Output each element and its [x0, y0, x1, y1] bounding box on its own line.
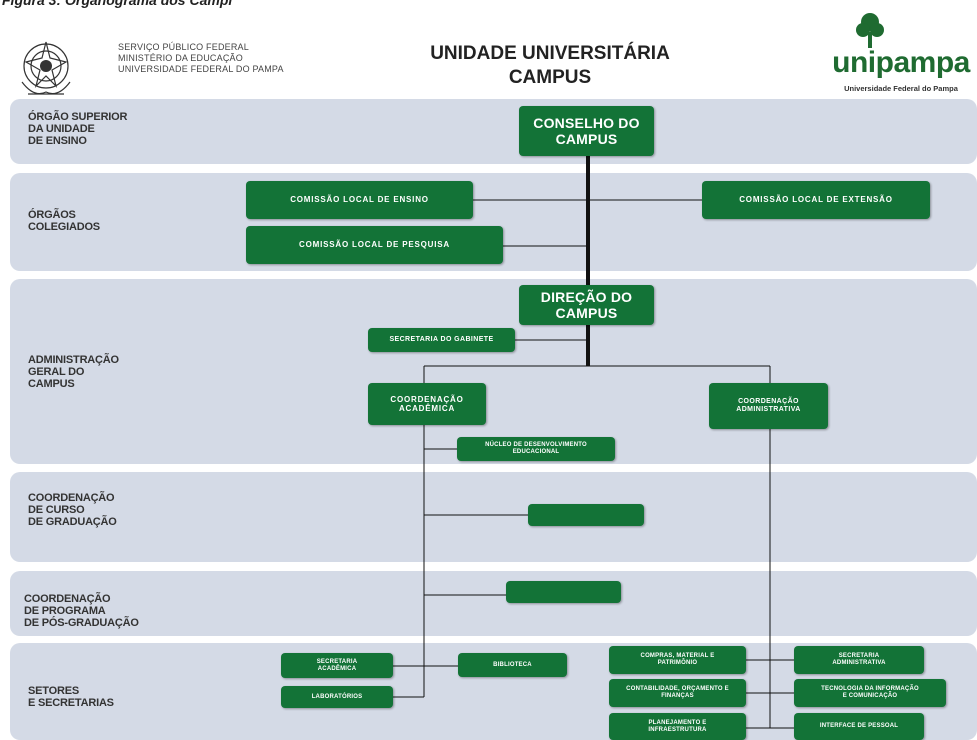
band-label: ADMINISTRAÇÃO GERAL DO CAMPUS: [28, 354, 119, 390]
box-comissao-extensao: COMISSÃO LOCAL DE EXTENSÃO: [702, 181, 930, 219]
brasao-seal-icon: [21, 41, 71, 95]
box-coordenacao-administrativa: COORDENAÇÃO ADMINISTRATIVA: [709, 383, 828, 429]
band-label: SETORES E SECRETARIAS: [28, 685, 114, 709]
box-planejamento: PLANEJAMENTO E INFRAESTRUTURA: [609, 713, 746, 740]
box-coordenacao-academica: COORDENAÇÃO ACADÊMICA: [368, 383, 486, 425]
government-header: SERVIÇO PÚBLICO FEDERAL MINISTÉRIO DA ED…: [118, 42, 284, 75]
tree-icon: [856, 13, 884, 48]
box-laboratorios: LABORATÓRIOS: [281, 686, 393, 708]
box-programa-pos: [506, 581, 621, 603]
logo-subtitle: Universidade Federal do Pampa: [844, 84, 958, 93]
box-interface-pessoal: INTERFACE DE PESSOAL: [794, 713, 924, 740]
band-label: ÓRGÃO SUPERIOR DA UNIDADE DE ENSINO: [28, 111, 128, 147]
band-pos-graduacao: COORDENAÇÃO DE PROGRAMA DE PÓS-GRADUAÇÃO: [10, 571, 977, 636]
unipampa-logo: unipampa Universidade Federal do Pampa: [826, 12, 976, 98]
box-comissao-pesquisa: COMISSÃO LOCAL DE PESQUISA: [246, 226, 503, 264]
band-orgao-superior: ÓRGÃO SUPERIOR DA UNIDADE DE ENSINO: [10, 99, 977, 164]
band-label: COORDENAÇÃO DE PROGRAMA DE PÓS-GRADUAÇÃO: [24, 593, 139, 629]
title-line-2: CAMPUS: [508, 67, 592, 88]
box-comissao-ensino: COMISSÃO LOCAL DE ENSINO: [246, 181, 473, 219]
box-compras-material: COMPRAS, MATERIAL E PATRIMÔNIO: [609, 646, 746, 674]
band-administracao: ADMINISTRAÇÃO GERAL DO CAMPUS: [10, 279, 977, 464]
title-line-1: UNIDADE UNIVERSITÁRIA: [430, 43, 670, 64]
band-curso-graduacao: COORDENAÇÃO DE CURSO DE GRADUAÇÃO: [10, 472, 977, 562]
box-secretaria-gabinete: SECRETARIA DO GABINETE: [368, 328, 515, 352]
band-label: ÓRGÃOS COLEGIADOS: [28, 209, 100, 233]
box-conselho-do-campus: CONSELHO DO CAMPUS: [519, 106, 654, 156]
gov-line-3: UNIVERSIDADE FEDERAL DO PAMPA: [118, 64, 284, 74]
box-secretaria-academica: SECRETARIA ACADÊMICA: [281, 653, 393, 678]
page-title: UNIDADE UNIVERSITÁRIA CAMPUS: [400, 42, 700, 90]
box-curso-graduacao: [528, 504, 644, 526]
box-direcao-do-campus: DIREÇÃO DO CAMPUS: [519, 285, 654, 325]
gov-line-1: SERVIÇO PÚBLICO FEDERAL: [118, 42, 249, 52]
box-nucleo-desenvolvimento: NÚCLEO DE DESENVOLVIMENTO EDUCACIONAL: [457, 437, 615, 461]
box-secretaria-administrativa: SECRETARIA ADMINISTRATIVA: [794, 646, 924, 674]
gov-line-2: MINISTÉRIO DA EDUCAÇÃO: [118, 53, 243, 63]
band-label: COORDENAÇÃO DE CURSO DE GRADUAÇÃO: [28, 492, 117, 528]
box-biblioteca: BIBLIOTECA: [458, 653, 567, 677]
logo-wordmark: unipampa: [832, 46, 970, 79]
box-contabilidade: CONTABILIDADE, ORÇAMENTO E FINANÇAS: [609, 679, 746, 707]
box-tecnologia-informacao: TECNOLOGIA DA INFORMAÇÃO E COMUNICAÇÃO: [794, 679, 946, 707]
figure-caption: Figura 3: Organograma dos Campi: [2, 0, 233, 8]
